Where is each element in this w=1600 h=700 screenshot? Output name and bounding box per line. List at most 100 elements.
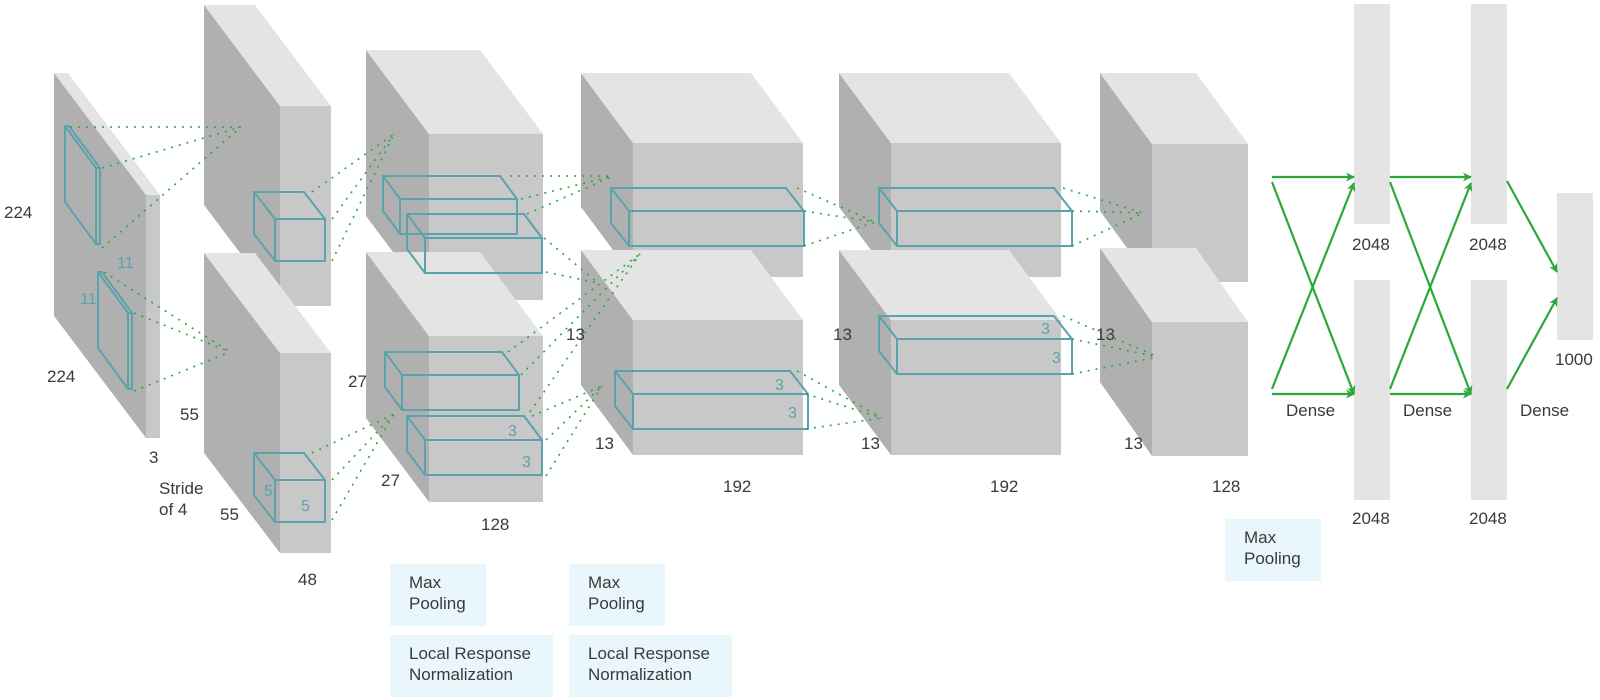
lrn-note-1: Local Response Normalization bbox=[390, 635, 553, 697]
conv2-top-block-top-face bbox=[366, 50, 543, 134]
conv4-top-block-top-face bbox=[839, 73, 1061, 143]
conv2-height-label: 27 bbox=[348, 372, 367, 391]
max-pooling-note-2: Max Pooling bbox=[569, 564, 665, 626]
conv4-kernel-size-b: 3 bbox=[1052, 350, 1061, 367]
arrow-fc7bottom-output bbox=[1506, 297, 1558, 390]
conv1-kernel-bottom bbox=[253, 452, 326, 523]
fc7-bottom-bar bbox=[1471, 280, 1507, 500]
conv3-top-block-top-face bbox=[581, 73, 803, 143]
conv3-bottom-block bbox=[581, 250, 803, 455]
conv2-kernel-size-b: 3 bbox=[522, 454, 531, 471]
conv1-kernel-size-a: 5 bbox=[264, 483, 273, 500]
input-kernel-size-b: 11 bbox=[80, 291, 97, 308]
conv3-bottom-block-front-face bbox=[633, 320, 803, 455]
input-to-conv1-bottom-line bbox=[133, 351, 231, 392]
conv1-top-block-top-face bbox=[204, 5, 331, 106]
dense-layers bbox=[1354, 4, 1593, 500]
conv4-kernel-size-a: 3 bbox=[1041, 321, 1050, 338]
conv1-kernel-size-b: 5 bbox=[301, 498, 310, 515]
conv2-top-to-conv3-bottom bbox=[543, 237, 599, 284]
conv5-bottom-block-top-face bbox=[1100, 248, 1248, 322]
max-pooling-note-1-text: Max Pooling bbox=[409, 573, 466, 613]
conv4-top-to-conv5-top bbox=[1062, 187, 1144, 247]
conv2-kernel-bottom-b-outline bbox=[406, 415, 543, 476]
conv5-top-block-top-face bbox=[1100, 73, 1248, 144]
conv2-top-to-conv3-bottom-line bbox=[545, 271, 599, 284]
input-to-conv1-top bbox=[70, 126, 242, 249]
dense-label-1: Dense bbox=[1286, 401, 1335, 420]
conv3-depth-label: 192 bbox=[723, 477, 751, 496]
conv2-kernel-top-b-outline bbox=[406, 213, 543, 274]
conv4-depth-label: 192 bbox=[990, 477, 1018, 496]
input-kernel-bottom-outline bbox=[97, 271, 133, 390]
max-pooling-note-1: Max Pooling bbox=[390, 564, 486, 626]
conv5-top-block-side-face bbox=[1100, 73, 1152, 282]
conv3-kernel-size-a: 3 bbox=[775, 377, 784, 394]
receptive-field-connections bbox=[70, 126, 1159, 521]
conv2-bottom-to-conv3-bottom-line bbox=[545, 385, 603, 441]
conv4-bottom-to-conv5-bottom-line bbox=[1071, 338, 1159, 358]
max-pooling-note-3-text: Max Pooling bbox=[1244, 528, 1301, 568]
conv4-bottom-to-conv5-bottom-line bbox=[1071, 356, 1159, 375]
conv2-kernel-size-a: 3 bbox=[508, 423, 517, 440]
lrn-note-1-text: Local Response Normalization bbox=[409, 644, 531, 684]
input-block bbox=[54, 73, 160, 438]
arrow-fc7top-output bbox=[1506, 180, 1558, 273]
conv4-bottom-block-side-face bbox=[839, 250, 891, 455]
conv4-bottom-block-top-face bbox=[839, 250, 1061, 320]
conv3-bottom-block-top-face bbox=[581, 250, 803, 320]
conv3-width-label: 13 bbox=[595, 434, 614, 453]
input-to-conv1-top-line bbox=[101, 126, 242, 169]
conv4-bottom-block bbox=[839, 250, 1061, 455]
input-kernel-size-a: 11 bbox=[117, 255, 134, 272]
conv2-kernel-bottom-b bbox=[406, 415, 543, 476]
conv1-top-block bbox=[204, 5, 331, 306]
conv5-bottom-block bbox=[1100, 248, 1248, 456]
input-kernel-bottom bbox=[97, 271, 133, 390]
conv2-kernel-bottom-a-outline bbox=[384, 351, 520, 411]
conv4-top-to-conv5-top-line bbox=[1062, 187, 1144, 214]
conv2-bottom-to-conv3-bottom-line bbox=[545, 385, 603, 477]
conv4-bottom-to-conv5-bottom-line bbox=[1062, 315, 1159, 358]
conv1-top-block-front-face bbox=[280, 106, 331, 306]
conv4-bottom-to-conv5-bottom bbox=[1062, 315, 1159, 375]
input-block-side-face bbox=[54, 73, 146, 438]
lrn-note-2-text: Local Response Normalization bbox=[588, 644, 710, 684]
conv2-top-to-conv3-top bbox=[510, 175, 614, 215]
conv1-height-label: 55 bbox=[180, 405, 199, 424]
conv1-bottom-block-top-face bbox=[204, 253, 331, 353]
input-to-conv1-top-line bbox=[101, 126, 242, 249]
conv4-height-label: 13 bbox=[833, 325, 852, 344]
conv1-top-to-conv2 bbox=[311, 133, 395, 262]
input-depth-label: 3 bbox=[149, 448, 158, 467]
fc6-top-size-label: 2048 bbox=[1352, 235, 1390, 254]
conv2-width-label: 27 bbox=[381, 471, 400, 490]
output-size-label: 1000 bbox=[1555, 350, 1593, 369]
conv3-bottom-to-conv4-top-line bbox=[796, 370, 883, 419]
conv2-kernel-top-a bbox=[382, 175, 518, 235]
conv1-top-to-conv2-line bbox=[331, 133, 395, 220]
conv5-bottom-block-side-face bbox=[1100, 248, 1152, 456]
conv2-bottom-to-conv3-bottom bbox=[531, 385, 603, 477]
input-to-conv1-bottom-line bbox=[133, 312, 231, 353]
input-to-conv1-bottom-line bbox=[103, 271, 231, 353]
conv4-bottom-block-front-face bbox=[891, 320, 1061, 455]
conv3-height-label: 13 bbox=[566, 325, 585, 344]
conv2-bottom-to-conv3-top bbox=[507, 253, 641, 413]
conv1-top-to-conv2-line bbox=[311, 133, 395, 193]
conv1-bottom-block bbox=[204, 253, 331, 553]
conv4-top-block-side-face bbox=[839, 73, 891, 277]
conv3-top-block-side-face bbox=[581, 73, 633, 277]
max-pooling-note-2-text: Max Pooling bbox=[588, 573, 645, 613]
fc7-bottom-size-label: 2048 bbox=[1469, 509, 1507, 528]
fc7-top-bar bbox=[1471, 4, 1507, 224]
conv1-depth-label: 48 bbox=[298, 570, 317, 589]
conv5-depth-label: 128 bbox=[1212, 477, 1240, 496]
conv2-kernel-top-a-outline bbox=[382, 175, 518, 235]
conv2-depth-label: 128 bbox=[481, 515, 509, 534]
stride-label-line: Stride bbox=[159, 479, 203, 498]
conv2-bottom-to-conv3-top-line bbox=[507, 253, 641, 353]
